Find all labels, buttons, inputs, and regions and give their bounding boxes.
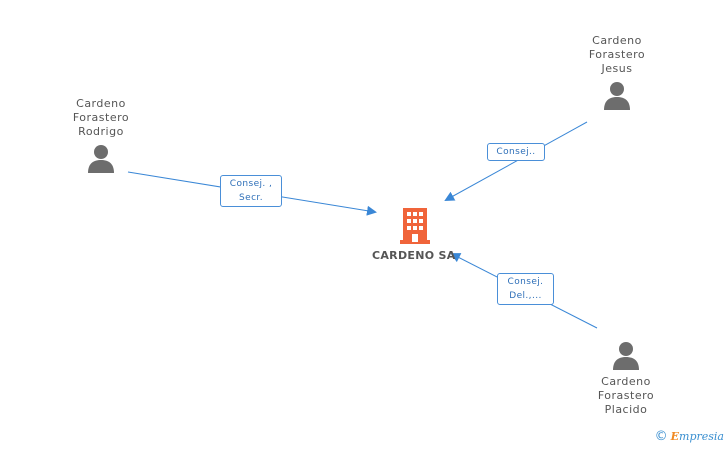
footer-brand: ©Empresia bbox=[655, 429, 724, 444]
person-icon[interactable] bbox=[86, 143, 116, 173]
edge-label-placido[interactable]: Consej. Del.,... bbox=[497, 273, 554, 305]
person-icon[interactable] bbox=[611, 340, 641, 370]
person-icon[interactable] bbox=[602, 80, 632, 110]
building-icon[interactable] bbox=[400, 208, 430, 244]
edge-label-jesus[interactable]: Consej.. bbox=[487, 143, 545, 161]
person-name-placido[interactable]: Cardeno Forastero Placido bbox=[597, 375, 655, 416]
edge-label-rodrigo[interactable]: Consej. , Secr. bbox=[220, 175, 282, 207]
edge-line-jesus bbox=[444, 121, 588, 201]
person-node-placido[interactable]: Cardeno Forastero Placido bbox=[580, 340, 672, 417]
person-node-rodrigo[interactable]: Cardeno Forastero Rodrigo bbox=[56, 97, 146, 173]
company-name[interactable]: CARDENO SA bbox=[372, 249, 456, 262]
person-name-rodrigo[interactable]: Cardeno Forastero Rodrigo bbox=[72, 97, 130, 138]
copyright-icon: © bbox=[654, 429, 668, 444]
person-name-jesus[interactable]: Cardeno Forastero Jesus bbox=[588, 34, 646, 75]
person-node-jesus[interactable]: Cardeno Forastero Jesus bbox=[572, 34, 662, 110]
brand-logo: Empresia bbox=[670, 430, 724, 443]
